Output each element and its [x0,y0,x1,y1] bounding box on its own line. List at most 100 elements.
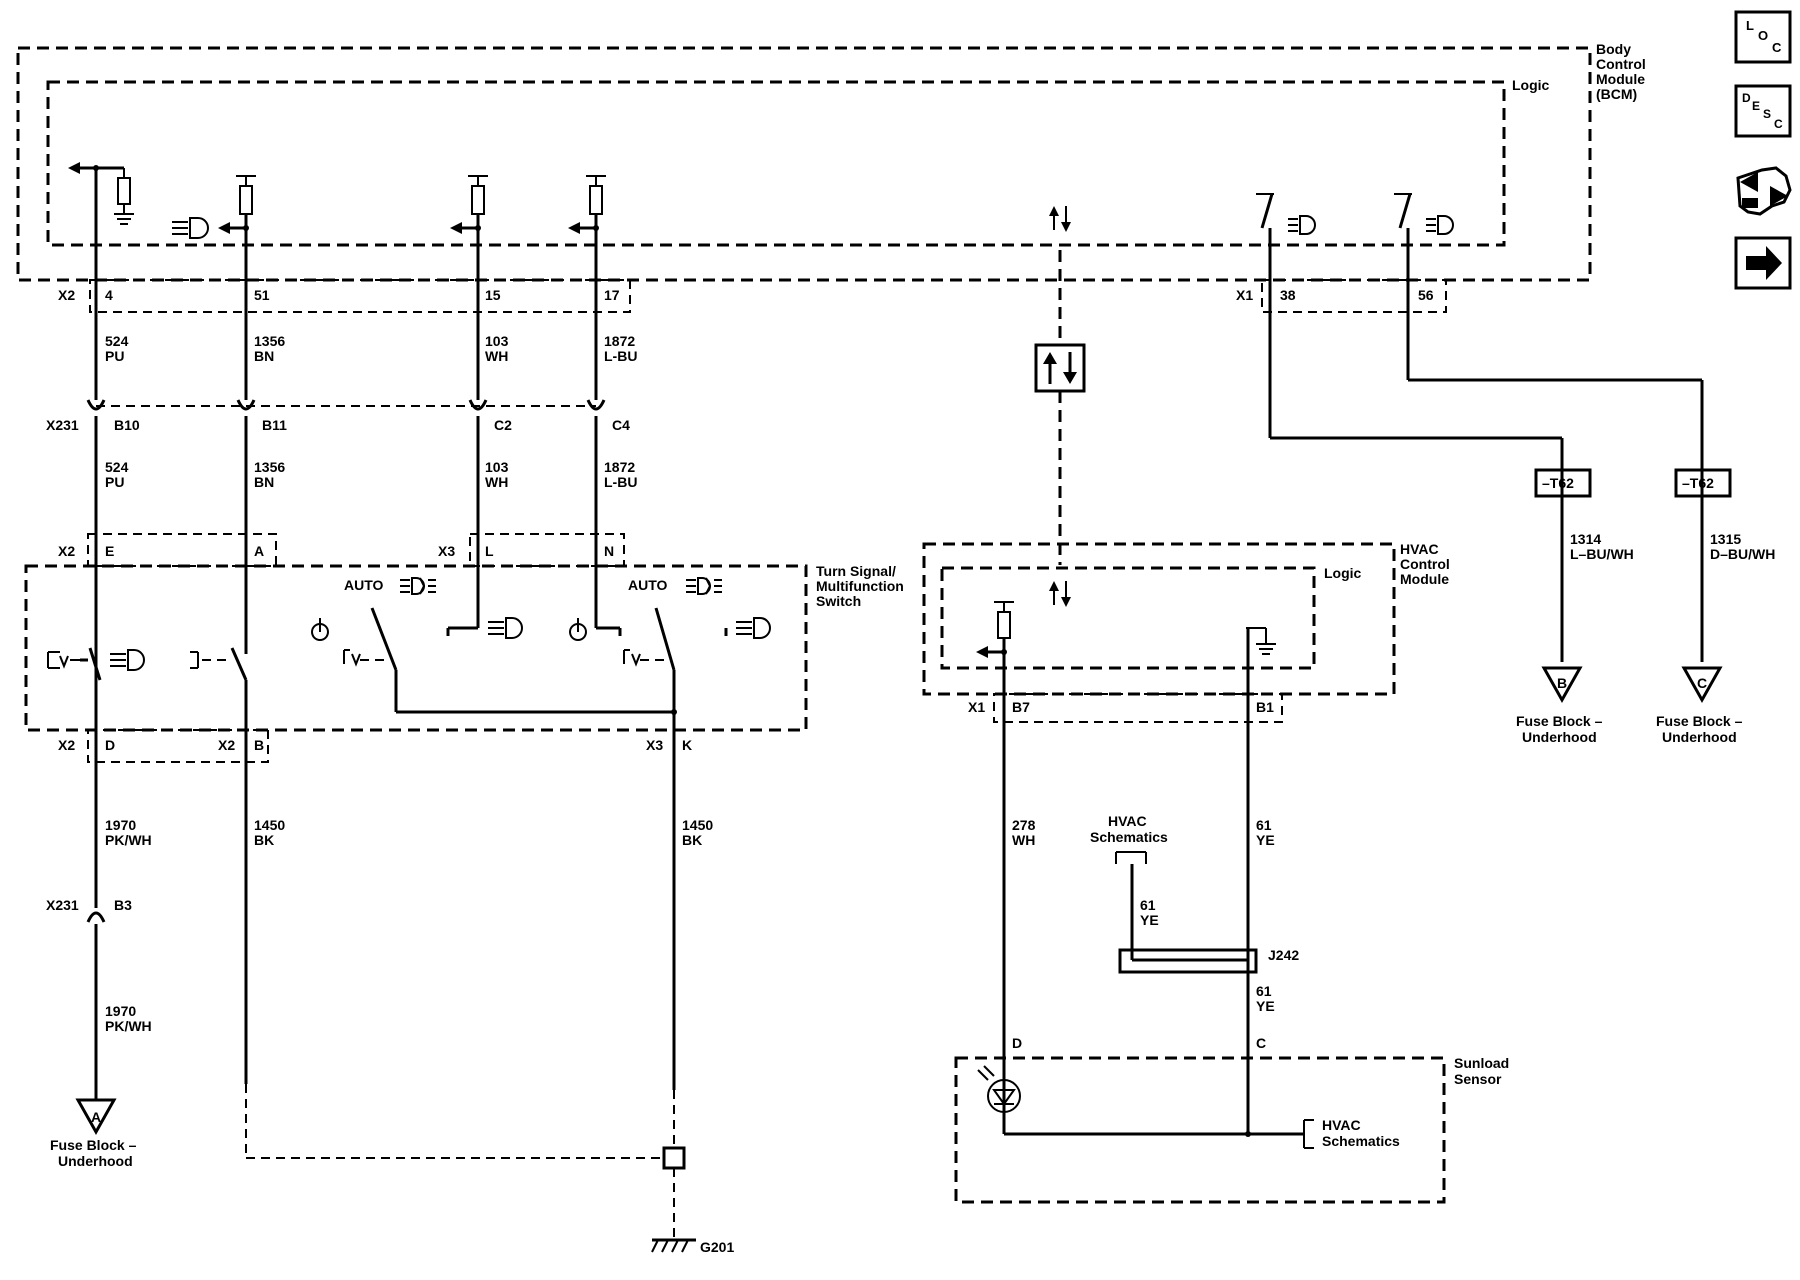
bcm-circuit-pin4 [68,162,134,400]
bcm-label-2: Control [1596,56,1646,72]
pin-bcm-56: 56 [1418,287,1434,303]
wire-61-c-num: 61 [1256,983,1272,999]
hvac-internal-b7 [976,601,1014,1130]
bcm-label-4: (BCM) [1596,86,1637,102]
desc-e: E [1752,99,1760,113]
ts-bottom-x2-d-label: X2 [58,737,75,753]
pin-ts-e: E [105,543,114,559]
fuse-ref-c [1681,666,1723,704]
wire-524-mid-color: PU [105,474,124,490]
wire-1356-top-color: BN [254,348,274,364]
fuse-ref-b-line1: Fuse Block – [1516,713,1603,729]
hvac-ref-a-line2: Schematics [1090,829,1168,845]
x231-inline-connector-bottom [86,911,106,923]
bcm-logic-label: Logic [1512,77,1550,93]
hvac-ref-a-line1: HVAC [1108,813,1147,829]
fuse-ref-b-letter: B [1557,675,1567,691]
fuse-ref-a-line2: Underhood [58,1153,133,1169]
auto-right-label: AUTO [628,577,668,593]
desc-s: S [1763,107,1771,121]
loc-l: L [1746,18,1754,33]
wire-61-b-num: 61 [1140,897,1156,913]
pin-bcm-38: 38 [1280,287,1296,303]
ts-top-x3-label: X3 [438,543,455,559]
pin-bcm-4: 4 [105,287,113,303]
wire-103-mid-color: WH [485,474,508,490]
loc-o: O [1758,28,1768,43]
pin-ts-k: K [682,737,692,753]
bcm-label-3: Module [1596,71,1645,87]
hvac-schematics-ref-bottom [1303,1119,1314,1149]
splice-j242 [1118,948,1258,974]
pin-bcm-15: 15 [485,287,501,303]
pin-x231-b10: B10 [114,417,140,433]
wire-1315-num: 1315 [1710,531,1741,547]
loc-button[interactable]: L O C [1734,10,1792,64]
ts-top-x2-label: X2 [58,543,75,559]
pin-sensor-d: D [1012,1035,1022,1051]
wire-61-a-color: YE [1256,832,1275,848]
hvac-schematics-ref-top [1115,851,1147,960]
wire-103-top-num: 103 [485,333,509,349]
flash-to-pass-switch [47,647,145,681]
hvac-label-3: Module [1400,571,1449,587]
connector-info-icon[interactable] [1736,166,1792,216]
photodiode [977,1065,1304,1137]
turn-signal-label-3: Switch [816,593,861,609]
bcm-circuit-pin17 [568,175,606,400]
sunload-sensor-outline [954,1056,1446,1204]
wire-1872-mid-color: L-BU [604,474,637,490]
t62-left-box [1534,468,1592,498]
bcm-logic-outline [46,80,1506,247]
desc-d: D [1742,91,1751,105]
serial-data-bus [1034,206,1086,607]
hvac-logic-label: Logic [1324,565,1362,581]
wire-1450-a-color: BK [254,832,274,848]
wire-1970-a-num: 1970 [105,817,136,833]
fuse-ref-c-letter: C [1697,675,1707,691]
high-beam-switch [190,647,248,681]
wire-1314-num: 1314 [1570,531,1601,547]
ts-top-x3-connector [469,533,625,567]
wire-61-b-color: YE [1140,912,1159,928]
wire-61-a-num: 61 [1256,817,1272,833]
loc-c: C [1772,40,1782,55]
wire-1450-b-num: 1450 [682,817,713,833]
wire-61-c-color: YE [1256,998,1275,1014]
bcm-x1-connector [1261,279,1447,313]
desc-button[interactable]: D E S C [1734,84,1792,138]
next-arrow-button[interactable] [1734,236,1792,290]
pin-ts-l: L [485,543,494,559]
wire-1450-a-num: 1450 [254,817,285,833]
headlamp-switch-left: AUTO [311,577,674,714]
hvac-label-2: Control [1400,556,1450,572]
bcm-x2-label: X2 [58,287,75,303]
t62-left-label: –T62 [1542,475,1574,491]
hvac-ref-b-line1: HVAC [1322,1117,1361,1133]
x231-inline-connector-top [86,399,606,411]
splice-j242-label: J242 [1268,947,1299,963]
hvac-label-1: HVAC [1400,541,1439,557]
pin-ts-a: A [254,543,264,559]
pin-x231-c2: C2 [494,417,512,433]
hvac-logic-outline [940,566,1316,670]
wire-1356-mid-num: 1356 [254,459,285,475]
wire-103-mid-num: 103 [485,459,509,475]
wire-1450-b-color: BK [682,832,702,848]
wire-1872-mid-num: 1872 [604,459,635,475]
hvac-internal-b1 [1246,627,1276,1134]
wire-278-color: WH [1012,832,1035,848]
headlamp-switch-right: AUTO [569,577,771,1090]
wire-1315-color: D–BU/WH [1710,546,1775,562]
fuse-ref-a-line1: Fuse Block – [50,1137,137,1153]
x231-top-label: X231 [46,417,79,433]
pin-x231-c4: C4 [612,417,630,433]
ts-bottom-x2-b-label: X2 [218,737,235,753]
ts-bottom-x3-label: X3 [646,737,663,753]
pin-ts-b: B [254,737,264,753]
fuse-ref-c-line1: Fuse Block – [1656,713,1743,729]
ts-top-x2-connector [87,533,277,567]
fuse-ref-a [75,1098,117,1136]
bcm-x2-connector [89,279,631,313]
wire-1356-top-num: 1356 [254,333,285,349]
